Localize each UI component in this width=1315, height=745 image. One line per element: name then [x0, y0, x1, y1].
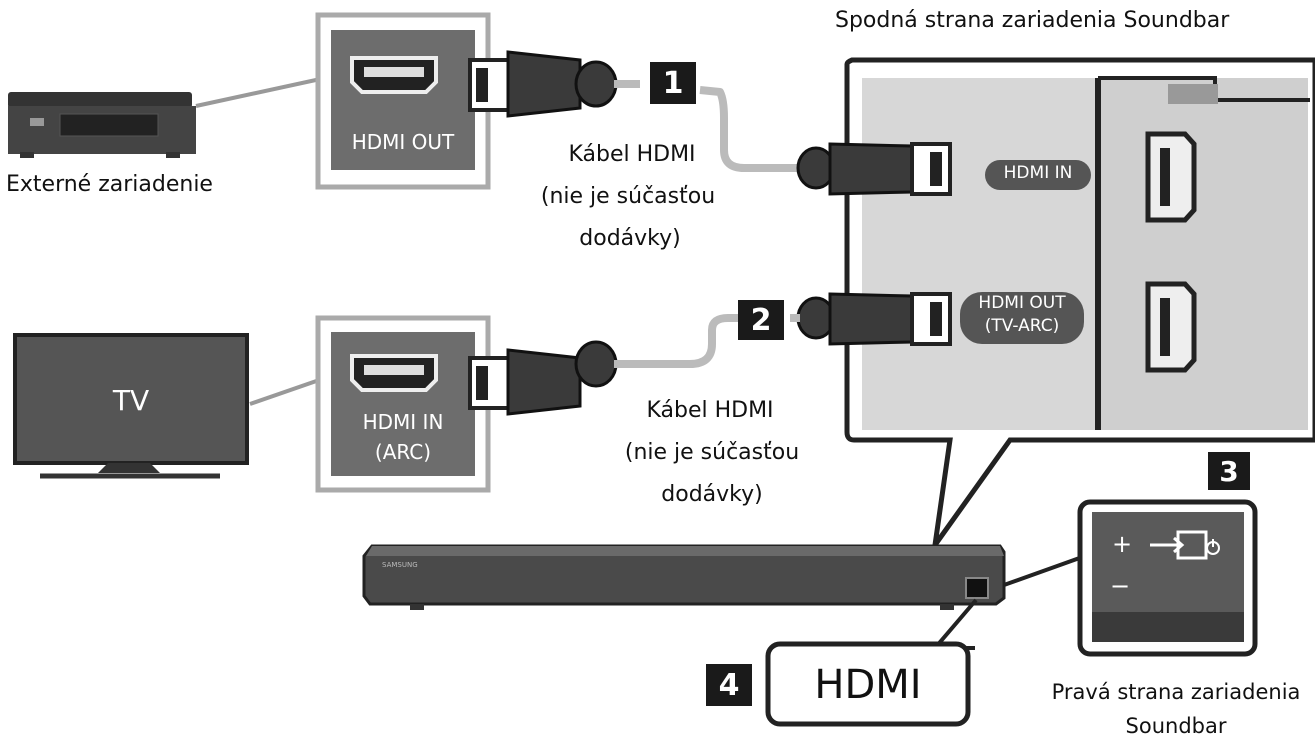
external-device-icon	[8, 92, 196, 158]
soundbar-hdmi-out-port-icon	[1145, 281, 1197, 373]
cable2-line3: dodávky)	[661, 482, 763, 507]
minus-button-label[interactable]: −	[1110, 572, 1131, 600]
cable1-line2: (nie je súčasťou	[540, 184, 716, 209]
soundbar-icon	[362, 544, 1006, 610]
soundbar-hdmi-in-tag	[985, 160, 1091, 190]
hdmi-port-icon	[350, 56, 438, 94]
callout-pointer-tv	[249, 375, 327, 430]
hdmi-plug-soundbar-2	[796, 292, 952, 346]
soundbar-hdmi-out-tag	[960, 292, 1084, 344]
step-1-badge: 1	[650, 62, 696, 104]
hdmi-plug-left-2	[468, 340, 618, 416]
step-2-badge: 2	[738, 300, 784, 340]
external-device-label: Externé zariadenie	[6, 172, 213, 197]
hdmi-cable-2	[614, 314, 800, 368]
cable2-line2: (nie je súčasťou	[624, 440, 800, 465]
hdmi-cable-1	[614, 80, 808, 172]
soundbar-hdmi-out-line1: HDMI OUT	[978, 293, 1066, 313]
power-icon[interactable]	[1206, 539, 1220, 555]
soundbar-hdmi-out-line2: (TV-ARC)	[984, 316, 1060, 336]
tv-icon	[13, 333, 249, 479]
right-side-line1: Pravá strana zariadenia	[1051, 680, 1301, 704]
tv-port-line1: HDMI IN	[362, 410, 444, 434]
step-3-badge: 3	[1208, 452, 1250, 490]
tv-hdmi-port-icon	[350, 354, 438, 392]
callout-pointer-external	[195, 75, 327, 132]
hdmi-plug-left-1	[468, 50, 618, 118]
callout-pointer-right	[1003, 552, 1090, 612]
soundbar-hdmi-in-label: HDMI IN	[1003, 163, 1073, 183]
page-title: Spodná strana zariadenia Soundbar	[835, 8, 1230, 33]
hdmi-tag-box	[765, 641, 971, 727]
hdmi-plug-soundbar-1	[796, 142, 952, 196]
plus-button-label[interactable]: +	[1112, 530, 1133, 558]
tv-port-line2: (ARC)	[374, 440, 432, 464]
right-side-line2: Soundbar	[1125, 714, 1227, 738]
tv-screen-text: TV	[112, 384, 150, 417]
soundbar-brand: SAMSUNG	[382, 561, 418, 569]
cable1-line1: Kábel HDMI	[568, 142, 696, 167]
external-port-label: HDMI OUT	[351, 130, 455, 154]
input-source-icon[interactable]	[1150, 530, 1208, 560]
cable2-line1: Kábel HDMI	[646, 398, 774, 423]
soundbar-bottom-panel	[844, 57, 1315, 547]
step-4-badge: 4	[706, 664, 752, 706]
cable1-line3: dodávky)	[579, 226, 681, 251]
hdmi-tag-label: HDMI	[814, 662, 922, 708]
soundbar-hdmi-in-port-icon	[1145, 131, 1197, 223]
